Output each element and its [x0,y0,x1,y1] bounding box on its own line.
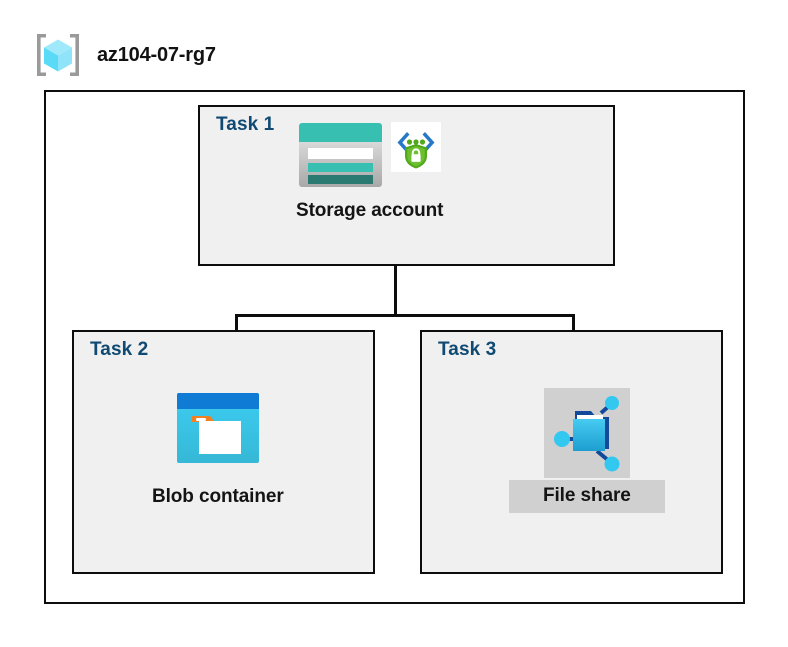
storage-account-caption: Storage account [296,200,444,221]
blob-container-icon [176,392,260,464]
connector-storage-trunk [394,266,397,316]
resource-group-icon [33,30,83,80]
node-file-share[interactable]: File share [509,388,665,513]
task-1-label: Task 1 [216,114,275,135]
blob-container-caption: Blob container [152,486,284,507]
resource-group-header: az104-07-rg7 [33,30,216,80]
connector-horizontal-bus [235,314,575,317]
storage-account-icon [298,122,383,188]
file-share-caption: File share [509,480,665,513]
task-2-label: Task 2 [90,339,149,360]
file-share-icon [543,388,630,478]
node-storage-account[interactable]: Storage account [296,122,443,222]
task-3-label: Task 3 [438,339,497,360]
resource-group-name: az104-07-rg7 [97,43,216,66]
node-blob-container[interactable]: Blob container [152,392,284,508]
private-endpoint-shield-icon [391,122,442,172]
task-2-box: Task 2 [72,330,375,574]
